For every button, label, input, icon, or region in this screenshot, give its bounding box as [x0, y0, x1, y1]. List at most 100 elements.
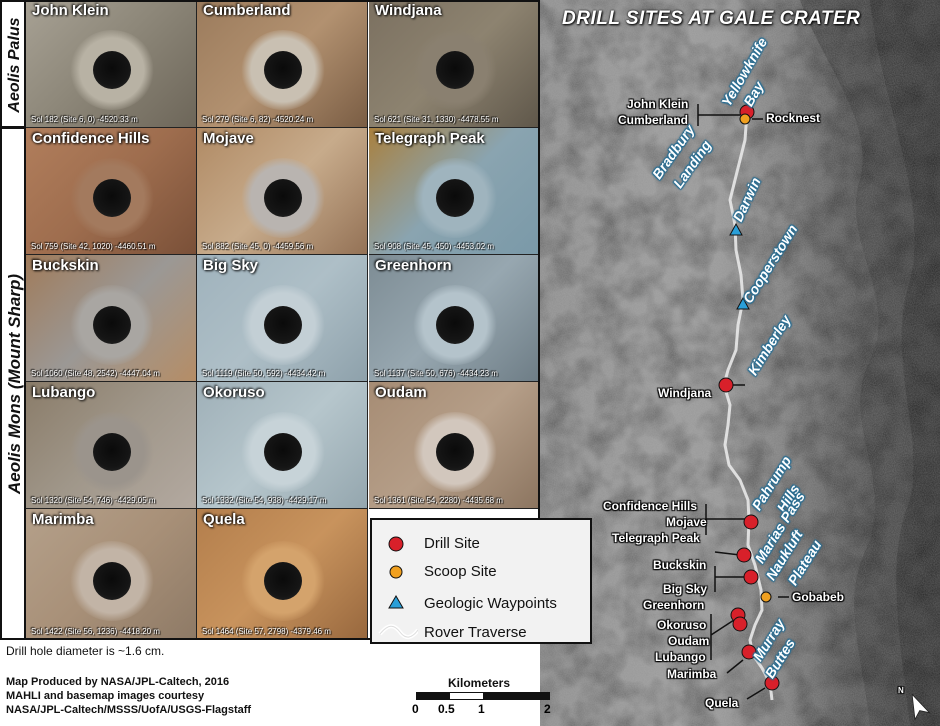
aeolis-palus-label: Aeolis Palus — [6, 17, 23, 113]
label-lubango: Lubango — [655, 650, 706, 664]
drill-tile-name: Windjana — [375, 2, 442, 19]
label-gobabeb: Gobabeb — [792, 590, 845, 604]
credit-line-3: NASA/JPL-Caltech/MSSS/UofA/USGS-Flagstaf… — [6, 704, 252, 716]
drill-hole — [263, 51, 302, 89]
drill-tile-meta: Sol 621 (Site 31, 1330) -4478.55 m — [374, 115, 499, 124]
map-legend: Drill Site Scoop Site Geologic Waypoints… — [370, 518, 592, 644]
drill-tile-name: Big Sky — [203, 257, 259, 274]
scale-title: Kilometers — [448, 676, 511, 690]
drill-tile-meta: Sol 908 (Site 45, 450) -4453.02 m — [374, 242, 495, 251]
drill-hole — [263, 305, 302, 344]
drill-tile-meta: Sol 1422 (Site 56, 1236) -4418.20 m — [31, 627, 160, 636]
drill-tile-name: Quela — [203, 511, 245, 528]
map-basemap — [540, 0, 940, 726]
gale-crater-map: DRILL SITES AT GALE CRATER John Klein Cu… — [540, 0, 940, 726]
label-john-klein: John Klein — [627, 97, 689, 111]
drill-tile-meta: Sol 1320 (Site 54, 746) -4429.05 m — [31, 496, 156, 505]
drill-hole — [435, 51, 474, 89]
drill-hole — [435, 432, 474, 471]
drill-tile-name: Mojave — [203, 130, 254, 147]
drill-tile-meta: Sol 182 (Site 6, 0) -4520.33 m — [31, 115, 138, 124]
label-mojave: Mojave — [666, 515, 707, 529]
map-title: DRILL SITES AT GALE CRATER — [562, 8, 861, 29]
label-oudam: Oudam — [668, 634, 710, 648]
drill-tile-meta: Sol 1137 (Site 50, 676) -4434.23 m — [374, 369, 498, 378]
legend-drill-label: Drill Site — [424, 535, 480, 552]
scale-tick-1: 1 — [478, 702, 485, 716]
drill-tile-name: Buckskin — [32, 257, 99, 274]
drill-tile-meta: Sol 279 (Site 6, 82) -4520.24 m — [202, 115, 314, 124]
scale-bar-graphic — [416, 692, 550, 700]
drill-tile-name: Okoruso — [203, 384, 265, 401]
drill-tile-meta: Sol 1119 (Site 50, 592) -4434.42 m — [202, 369, 326, 378]
scale-bar: Kilometers 0 0.5 1 2 — [410, 676, 560, 722]
legend-scoop-icon — [389, 565, 403, 579]
drill-tile-meta: Sol 1060 (Site 48, 2542) -4447.04 m — [31, 369, 160, 378]
label-marimba: Marimba — [667, 667, 717, 681]
drill-hole — [263, 178, 302, 217]
drill-hole — [92, 51, 131, 89]
label-buckskin: Buckskin — [653, 558, 707, 572]
drill-tile-name: Lubango — [32, 384, 96, 401]
scale-tick-05: 0.5 — [438, 702, 455, 716]
drill-tile-name: Greenhorn — [375, 257, 452, 274]
label-big-sky: Big Sky — [663, 582, 708, 596]
north-arrow — [911, 693, 931, 721]
label-confidence-hills: Confidence Hills — [603, 499, 698, 513]
drill-tile-name: Cumberland — [203, 2, 291, 19]
legend-waypoint-label: Geologic Waypoints — [424, 595, 557, 612]
credit-line-2: MAHLI and basemap images courtesy — [6, 690, 205, 702]
legend-drill-icon — [388, 536, 404, 552]
drill-tile-name: Confidence Hills — [32, 130, 150, 147]
credit-line-1: Map Produced by NASA/JPL-Caltech, 2016 — [6, 676, 230, 688]
scale-tick-2: 2 — [544, 702, 551, 716]
north-label: N — [898, 686, 904, 695]
legend-traverse-label: Rover Traverse — [424, 624, 527, 641]
drill-hole — [92, 432, 131, 471]
drill-tile-name: Telegraph Peak — [375, 130, 485, 147]
drill-tile-meta: Sol 1464 (Site 57, 2798) -4379.46 m — [202, 627, 331, 636]
drill-hole — [263, 432, 302, 471]
drill-hole — [435, 178, 474, 217]
label-cumberland: Cumberland — [618, 113, 689, 127]
scale-tick-0: 0 — [412, 702, 419, 716]
label-greenhorn: Greenhorn — [643, 598, 705, 612]
legend-symbols — [378, 536, 418, 639]
aeolis-palus-label-box: Aeolis Palus — [0, 0, 26, 128]
diameter-note: Drill hole diameter is ~1.6 cm. — [6, 644, 165, 658]
drill-tile-meta: Sol 1332 (Site 54, 938) -4429.17 m — [202, 496, 327, 505]
label-quela: Quela — [705, 696, 739, 710]
label-rocknest: Rocknest — [766, 111, 821, 125]
rover-traverse-path — [722, 111, 774, 701]
drill-tile-meta: Sol 882 (Site 45, 0) -4459.56 m — [202, 242, 314, 251]
drill-hole — [92, 178, 131, 217]
legend-waypoint-icon — [388, 595, 404, 609]
drill-tile-name: Oudam — [375, 384, 427, 401]
drill-hole — [263, 561, 302, 600]
drill-tile-name: Marimba — [32, 511, 94, 528]
drill-hole — [435, 305, 474, 344]
drill-hole — [92, 305, 131, 344]
label-telegraph-peak: Telegraph Peak — [612, 531, 700, 545]
legend-scoop-label: Scoop Site — [424, 563, 497, 580]
label-windjana: Windjana — [658, 386, 712, 400]
drill-tile-meta: Sol 759 (Site 42, 1020) -4460.51 m — [31, 242, 156, 251]
drill-tile-meta: Sol 1361 (Site 54, 2280) -4435.68 m — [374, 496, 503, 505]
drill-hole — [92, 561, 131, 600]
drill-tile-name: John Klein — [32, 2, 109, 19]
aeolis-mons-label-box: Aeolis Mons (Mount Sharp) — [0, 127, 26, 640]
